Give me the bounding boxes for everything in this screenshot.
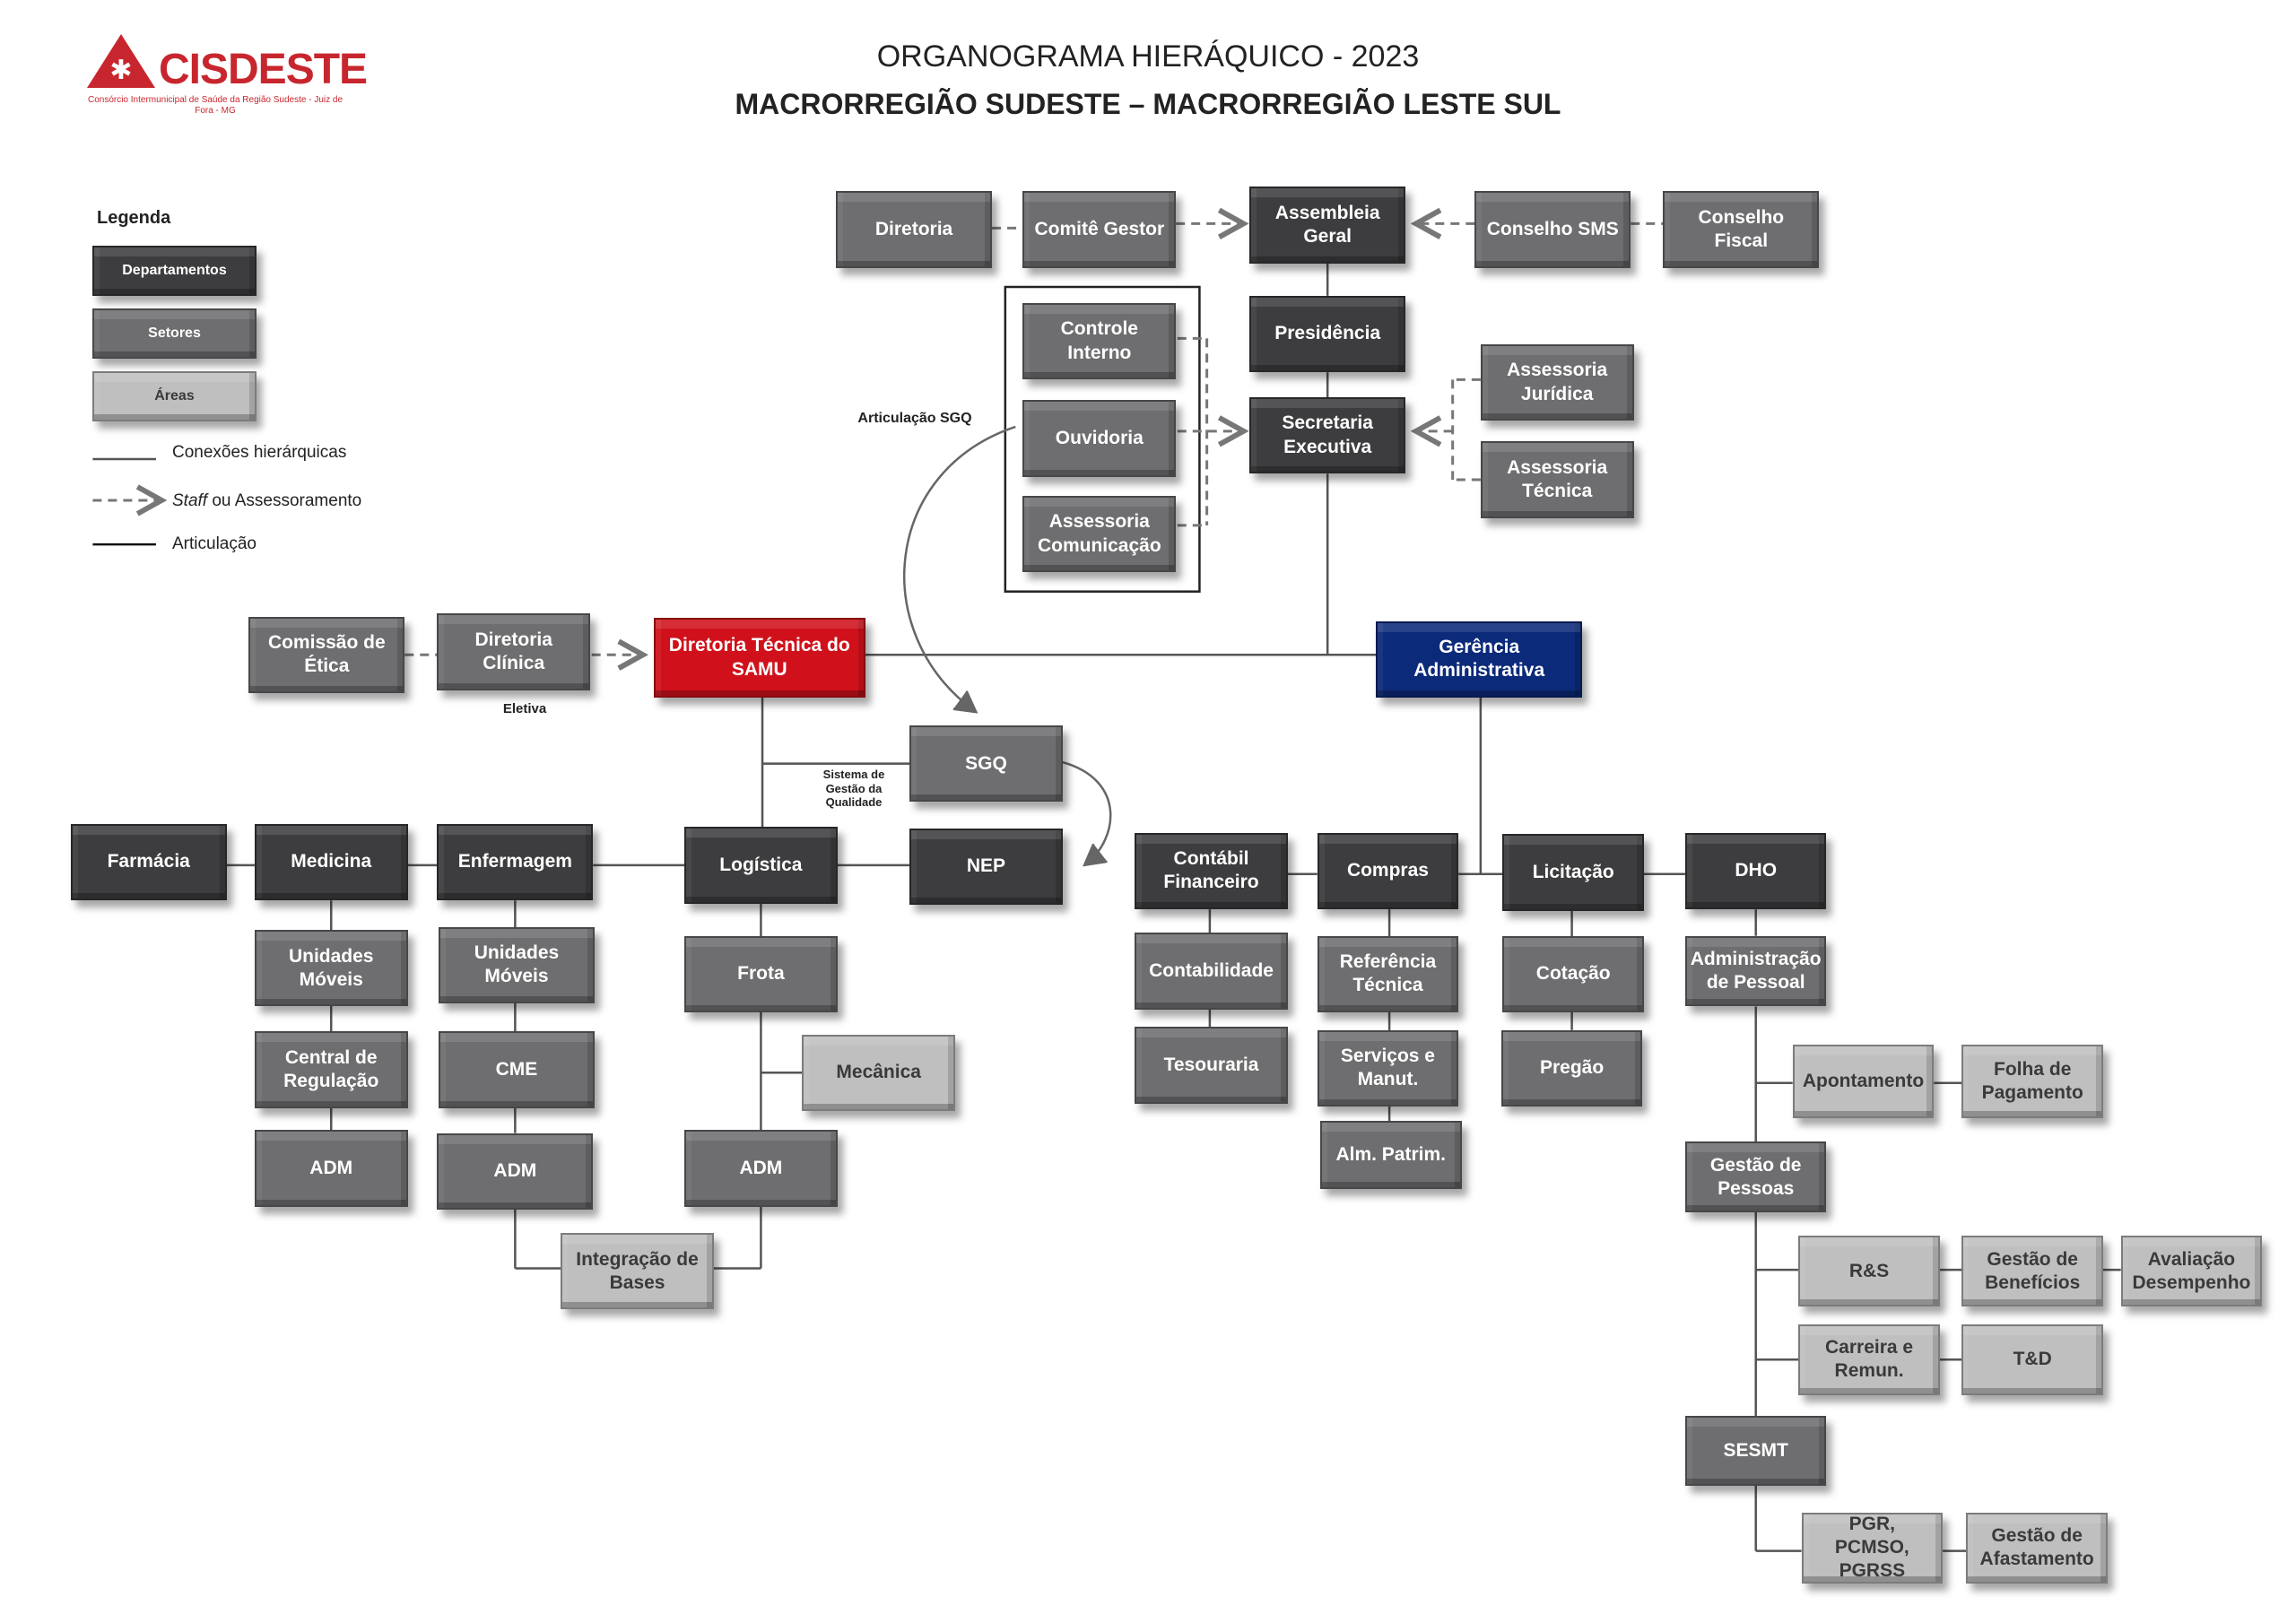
node-um1: Unidades Móveis <box>254 930 408 1007</box>
node-contabil: Contábil Financeiro <box>1135 832 1288 910</box>
logo-triangle-icon: ✱ <box>87 34 155 88</box>
node-apontamento: Apontamento <box>1792 1045 1935 1119</box>
node-regulacao: Central de Regulação <box>254 1031 408 1108</box>
node-comite: Comitê Gestor <box>1022 191 1177 268</box>
legend-departamentos: Departamentos <box>92 246 257 296</box>
node-mecanica: Mecânica <box>802 1034 955 1111</box>
node-td: T&D <box>1961 1324 2103 1395</box>
node-conselho-sms: Conselho SMS <box>1474 191 1631 268</box>
node-um2: Unidades Móveis <box>439 926 595 1004</box>
node-pregao: Pregão <box>1500 1029 1643 1107</box>
node-controle: Controle Interno <box>1022 303 1177 380</box>
node-gestao-pessoas: Gestão de Pessoas <box>1684 1141 1827 1213</box>
node-dir-clinica: Diretoria Clínica <box>437 613 591 690</box>
node-assembleia: Assembleia Geral <box>1249 187 1406 264</box>
node-gerencia: Gerência Administrativa <box>1376 621 1583 698</box>
node-logistica: Logística <box>684 827 838 904</box>
sgq-full-label: Sistema de Gestão da Qualidade <box>822 768 885 810</box>
node-medicina: Medicina <box>254 823 408 901</box>
eletiva-label: Eletiva <box>502 701 547 716</box>
node-rs: R&S <box>1798 1236 1940 1307</box>
node-licitacao: Licitação <box>1502 834 1644 911</box>
node-pgr: PGR, PCMSO, PGRSS <box>1801 1512 1944 1584</box>
node-avaliacao: Avaliação Desempenho <box>2120 1236 2263 1307</box>
node-adm-pessoal: Administração de Pessoal <box>1684 935 1827 1007</box>
node-diretoria: Diretoria <box>836 191 993 268</box>
svg-text:✱: ✱ <box>109 56 132 85</box>
node-integracao: Integração de Bases <box>561 1233 714 1310</box>
chart-title: ORGANOGRAMA HIERÁQUICO - 2023 <box>876 39 1420 74</box>
node-ass-jur: Assessoria Jurídica <box>1480 343 1634 421</box>
node-servicos: Serviços e Manut. <box>1317 1029 1459 1107</box>
node-referencia: Referência Técnica <box>1317 935 1459 1012</box>
legend-articulacao-label: Articulação <box>172 534 257 553</box>
node-dho: DHO <box>1684 832 1827 910</box>
node-sgq: SGQ <box>909 725 1063 803</box>
articulacao-sgq-label: Articulação SGQ <box>857 411 972 426</box>
node-adm3: ADM <box>684 1130 838 1207</box>
node-nep: NEP <box>909 828 1063 906</box>
node-folha: Folha de Pagamento <box>1961 1045 2103 1119</box>
node-carreira: Carreira e Remun. <box>1798 1324 1940 1395</box>
node-ass-tec: Assessoria Técnica <box>1480 441 1634 518</box>
legend-staff-rest: ou Assessoramento <box>207 491 362 510</box>
legend-staff-label: Staff ou Assessoramento <box>172 491 361 511</box>
node-contabilidade: Contabilidade <box>1135 933 1288 1010</box>
node-secretaria: Secretaria Executiva <box>1249 397 1406 474</box>
node-beneficios: Gestão de Benefícios <box>1961 1236 2103 1307</box>
node-adm2: ADM <box>437 1133 594 1210</box>
node-conselho-fiscal: Conselho Fiscal <box>1663 191 1820 268</box>
node-afastamento: Gestão de Afastamento <box>1966 1512 2108 1584</box>
node-samu: Diretoria Técnica do SAMU <box>653 618 865 698</box>
node-alm: Alm. Patrim. <box>1319 1121 1462 1189</box>
legend-title: Legenda <box>97 208 171 228</box>
advisory-bracket <box>1004 285 1201 593</box>
node-cotacao: Cotação <box>1502 935 1644 1012</box>
node-farmacia: Farmácia <box>70 823 227 901</box>
node-ouvidoria: Ouvidoria <box>1022 400 1177 477</box>
node-comissao: Comissão de Ética <box>248 616 405 693</box>
legend-areas: Áreas <box>92 371 257 421</box>
node-sesmt: SESMT <box>1684 1415 1827 1487</box>
cisdeste-logo: ✱ CISDESTE Consórcio Intermunicipal de S… <box>85 27 368 117</box>
node-ass-com: Assessoria Comunicação <box>1022 496 1177 573</box>
node-tesouraria: Tesouraria <box>1135 1027 1288 1104</box>
node-frota: Frota <box>684 935 838 1012</box>
node-adm1: ADM <box>254 1130 408 1207</box>
node-compras: Compras <box>1317 832 1459 910</box>
legend-hierarchical-label: Conexões hierárquicas <box>172 443 347 462</box>
node-enfermagem: Enfermagem <box>437 823 594 901</box>
sgq-nep-curve <box>1063 762 1121 869</box>
legend-staff-em: Staff <box>172 491 208 510</box>
articulacao-sgq-curve <box>904 427 1015 716</box>
logo-subtitle: Consórcio Intermunicipal de Saúde da Reg… <box>87 95 344 116</box>
node-presidencia: Presidência <box>1249 295 1406 373</box>
logo-name: CISDESTE <box>159 46 368 93</box>
chart-subtitle: MACRORREGIÃO SUDESTE – MACRORREGIÃO LEST… <box>735 88 1561 120</box>
node-cme: CME <box>439 1031 595 1108</box>
legend-setores: Setores <box>92 308 257 359</box>
